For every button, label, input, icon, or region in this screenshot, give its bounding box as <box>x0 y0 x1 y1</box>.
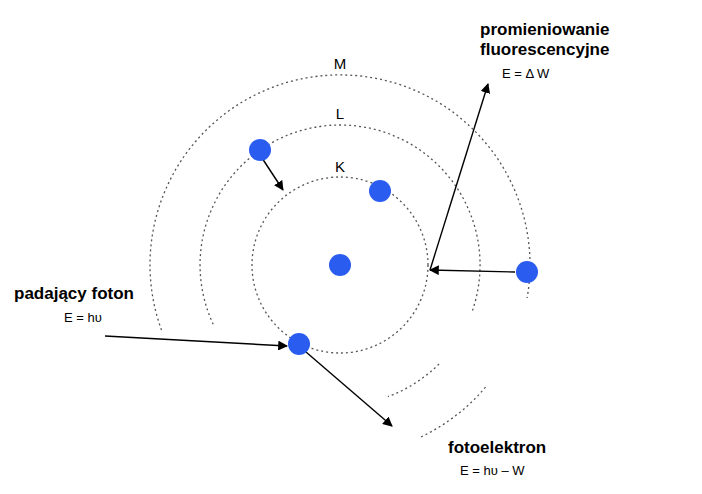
transition-arrow <box>430 270 515 272</box>
electron <box>369 180 391 202</box>
transition-arrow <box>262 158 283 190</box>
radiation-label: promieniowanie fluorescencyjne <box>478 20 682 61</box>
m-shell <box>150 75 530 330</box>
electron <box>249 139 271 161</box>
photon-label: padający foton <box>12 284 136 304</box>
photon-arrow <box>105 336 287 346</box>
electron <box>516 261 538 283</box>
k-shell <box>252 177 428 353</box>
l-shell-segment <box>388 364 439 397</box>
fluorescence-arrow <box>430 84 488 270</box>
energy-formula: E = hυ – W <box>458 463 527 479</box>
energy-formula: E = Δ W <box>500 66 551 82</box>
shell-label: K <box>333 158 347 176</box>
electron <box>288 333 310 355</box>
l-shell <box>200 125 480 324</box>
shell-label: M <box>332 55 349 73</box>
m-shell-segment <box>420 387 485 437</box>
photoelectron-label: fotoelektron <box>446 438 548 458</box>
shell-label: L <box>334 105 346 123</box>
photoelectron-arrow <box>306 352 392 426</box>
nucleus <box>329 254 351 276</box>
energy-formula: E = hυ <box>62 310 104 326</box>
